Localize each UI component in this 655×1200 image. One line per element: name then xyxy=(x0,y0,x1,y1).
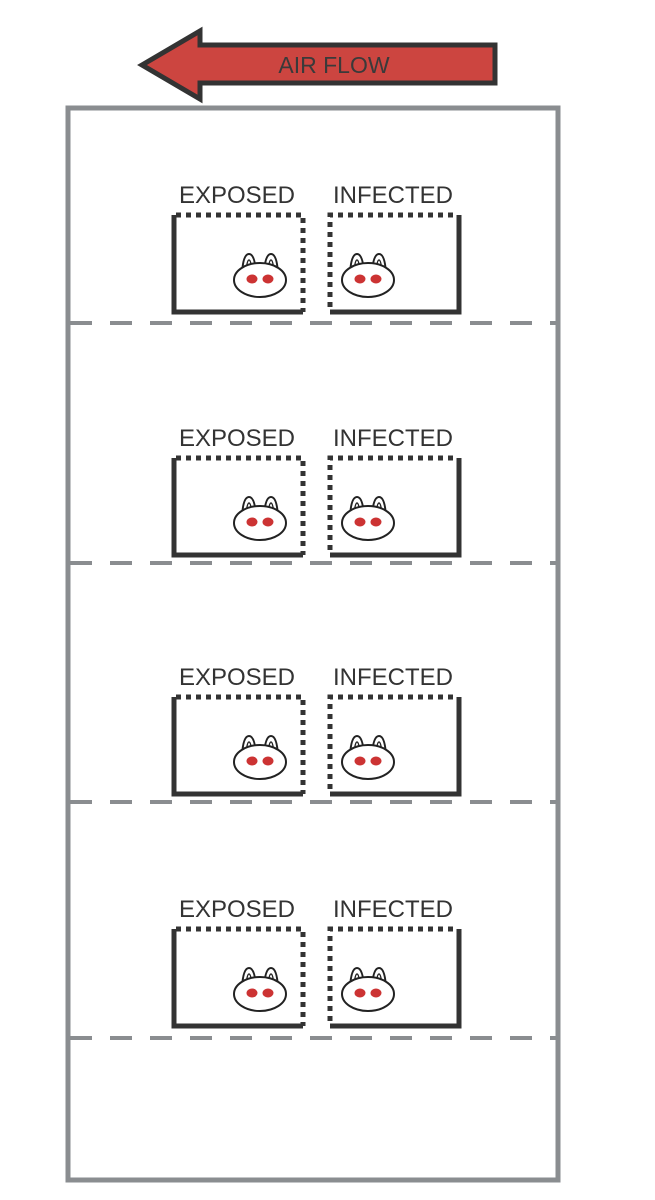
shelf: EXPOSED INFECTED xyxy=(70,896,556,1040)
mouse-eye-icon xyxy=(354,756,366,766)
mouse-head-icon xyxy=(233,262,287,298)
exposed-mouse-icon xyxy=(233,252,287,298)
infected-mouse-icon xyxy=(341,966,395,1012)
mouse-eye-icon xyxy=(370,756,382,766)
mouse-head-icon xyxy=(233,744,287,780)
mouse-eye-icon xyxy=(370,988,382,998)
shelf: EXPOSED INFECTED xyxy=(70,425,556,565)
mouse-eye-icon xyxy=(262,756,274,766)
mouse-eye-icon xyxy=(246,274,258,284)
exposed-cage xyxy=(171,212,306,315)
mouse-head-icon xyxy=(341,976,395,1012)
exposed-cage xyxy=(171,926,306,1029)
mouse-head-icon xyxy=(233,505,287,541)
infected-label: INFECTED xyxy=(333,896,453,923)
mouse-head-icon xyxy=(233,976,287,1012)
exposed-label: EXPOSED xyxy=(179,664,295,691)
mouse-eye-icon xyxy=(354,517,366,527)
infected-mouse-icon xyxy=(341,252,395,298)
infected-cage xyxy=(327,212,462,315)
mouse-eye-icon xyxy=(354,274,366,284)
exposed-label: EXPOSED xyxy=(179,896,295,923)
shelf: EXPOSED INFECTED xyxy=(70,664,556,804)
infected-cage xyxy=(327,926,462,1029)
exposed-mouse-icon xyxy=(233,495,287,541)
mouse-head-icon xyxy=(341,505,395,541)
exposed-mouse-icon xyxy=(233,966,287,1012)
mouse-eye-icon xyxy=(370,274,382,284)
rack-frame xyxy=(65,105,561,1183)
mouse-eye-icon xyxy=(246,517,258,527)
infected-mouse-icon xyxy=(341,495,395,541)
mouse-eye-icon xyxy=(262,274,274,284)
exposed-cage xyxy=(171,455,306,558)
shelf: EXPOSED INFECTED xyxy=(70,182,556,325)
mouse-eye-icon xyxy=(262,988,274,998)
exposed-mouse-icon xyxy=(233,734,287,780)
mouse-head-icon xyxy=(341,262,395,298)
mouse-eye-icon xyxy=(246,988,258,998)
infected-label: INFECTED xyxy=(333,182,453,209)
mouse-eye-icon xyxy=(262,517,274,527)
infected-label: INFECTED xyxy=(333,425,453,452)
infected-cage xyxy=(327,455,462,558)
infected-mouse-icon xyxy=(341,734,395,780)
mouse-eye-icon xyxy=(354,988,366,998)
mouse-head-icon xyxy=(341,744,395,780)
left-arrow-icon xyxy=(137,26,498,104)
infected-cage xyxy=(327,694,462,797)
exposed-cage xyxy=(171,694,306,797)
air-flow-arrow: AIR FLOW xyxy=(137,26,498,104)
mouse-eye-icon xyxy=(370,517,382,527)
exposed-label: EXPOSED xyxy=(179,182,295,209)
infected-label: INFECTED xyxy=(333,664,453,691)
mouse-eye-icon xyxy=(246,756,258,766)
exposed-label: EXPOSED xyxy=(179,425,295,452)
shelves: EXPOSED INFECTED EXPOSED INFECTED EXPOSED INF… xyxy=(70,182,556,1040)
air-flow-label: AIR FLOW xyxy=(278,52,389,78)
